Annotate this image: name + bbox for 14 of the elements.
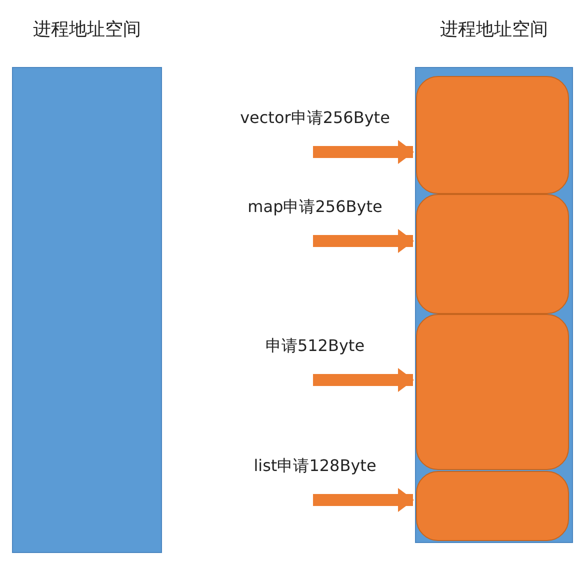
heading: 进程地址空间 — [440, 18, 548, 42]
arrow — [313, 140, 414, 164]
memory-block — [416, 471, 569, 541]
edge-label: map申请256Byte — [248, 197, 382, 218]
arrow — [313, 488, 414, 512]
edge-label: vector申请256Byte — [240, 108, 390, 129]
memory-block — [416, 194, 569, 314]
arrow — [313, 368, 414, 392]
memory-block — [416, 76, 569, 194]
arrow — [313, 229, 414, 253]
heading: 进程地址空间 — [33, 18, 141, 42]
edge-label: 申请512Byte — [265, 336, 365, 357]
edge-label: list申请128Byte — [254, 456, 376, 477]
memory-block — [416, 314, 569, 470]
